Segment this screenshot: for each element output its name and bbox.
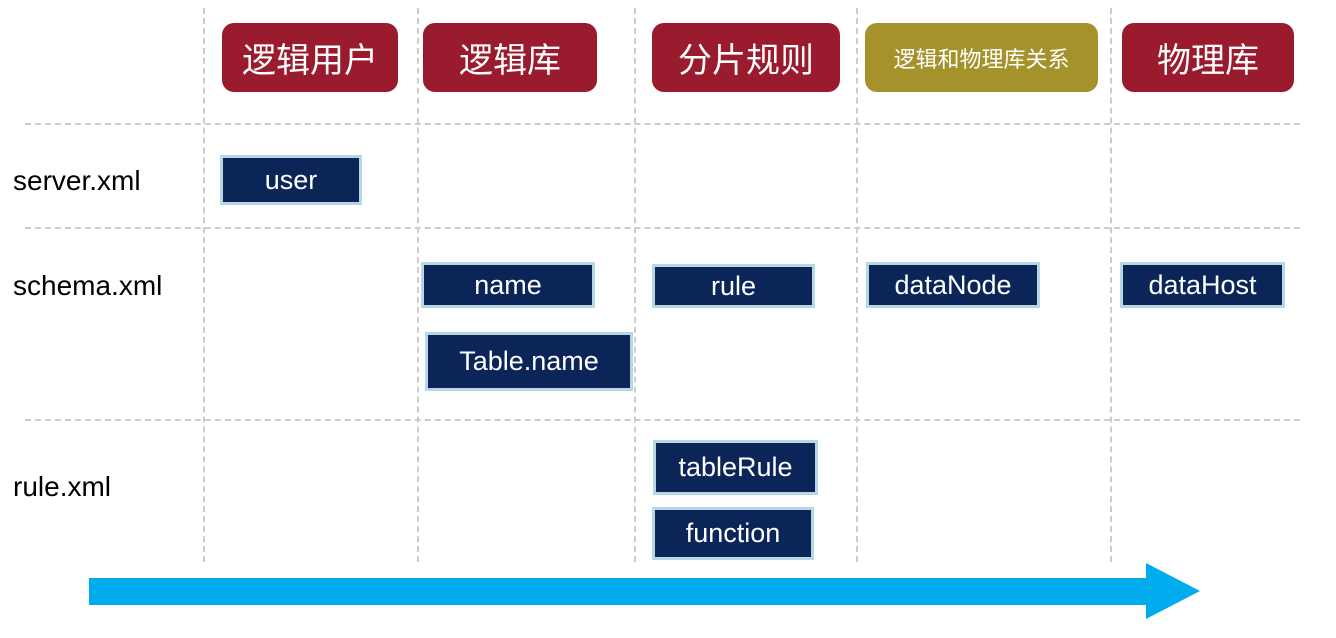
grid-vline-5 xyxy=(1110,8,1112,562)
row-label-schema-xml: schema.xml xyxy=(13,270,163,301)
grid-vline-2 xyxy=(417,8,419,562)
node-function: function xyxy=(652,507,814,560)
timeline-arrow-head-icon xyxy=(1146,563,1200,619)
grid-vline-3 xyxy=(634,8,636,562)
node-tablerule: tableRule xyxy=(653,440,818,495)
node-datanode: dataNode xyxy=(866,262,1040,308)
grid-vline-1 xyxy=(203,8,205,562)
column-badge-logical-db: 逻辑库 xyxy=(423,23,597,92)
node-table-name: Table.name xyxy=(425,332,633,391)
node-rule: rule xyxy=(652,264,815,308)
node-name: name xyxy=(421,262,595,308)
grid-hline-2 xyxy=(25,227,1300,229)
column-badge-logical-user: 逻辑用户 xyxy=(222,23,398,92)
column-badge-logical-physical-map: 逻辑和物理库关系 xyxy=(865,23,1098,92)
column-badge-physical-db: 物理库 xyxy=(1122,23,1294,92)
grid-hline-1 xyxy=(25,123,1300,125)
timeline-arrow-shaft xyxy=(89,578,1147,605)
node-datahost: dataHost xyxy=(1120,262,1285,308)
row-label-server-xml: server.xml xyxy=(13,165,141,196)
row-label-rule-xml: rule.xml xyxy=(13,471,112,502)
grid-hline-3 xyxy=(25,419,1300,421)
node-user: user xyxy=(220,155,362,205)
column-badge-sharding-rule: 分片规则 xyxy=(652,23,840,92)
grid-vline-4 xyxy=(856,8,858,562)
